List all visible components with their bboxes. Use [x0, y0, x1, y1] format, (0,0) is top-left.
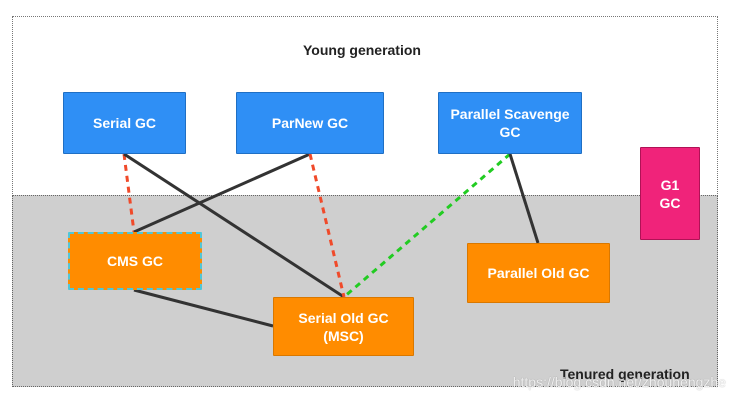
parnew-gc-line-1: ParNew GC: [271, 115, 349, 131]
g1-gc-line-1: G1: [660, 176, 680, 193]
serial-gc-line-1: Serial GC: [92, 115, 157, 131]
g1-gc-line-2: GC: [659, 194, 681, 211]
edge-serial-gc-to-serial-old-gc: [123, 152, 345, 299]
parallel-old-gc-line-1: Parallel Old GC: [487, 265, 590, 281]
young-generation-label: Young generation: [303, 42, 421, 58]
tenured-generation-label: Tenured generation: [560, 366, 690, 382]
parallel-scavenge-gc-node: Parallel Scavenge GC: [438, 92, 582, 154]
watermark-text: https://blog.csdn.net/zhouhengzhe: [512, 374, 726, 390]
parallel-scavenge-gc-line-2: GC: [499, 124, 521, 140]
parnew-gc-node: ParNew GC: [236, 92, 384, 154]
edge-parallel-scavenge-gc-to-parallel-old-gc: [508, 153, 540, 244]
cms-gc-node: CMS GC: [68, 232, 202, 290]
edge-parallel-scavenge-gc-to-serial-old-gc: [343, 152, 511, 299]
edge-parnew-gc-to-serial-old-gc: [308, 153, 346, 298]
cms-gc-line-1: CMS GC: [107, 253, 163, 269]
serial-old-gc-line-1: Serial Old GC: [298, 309, 389, 326]
parallel-old-gc-node: Parallel Old GC: [467, 243, 610, 303]
g1-gc-node: G1 GC: [640, 147, 700, 240]
edge-cms-gc-to-serial-old-gc: [133, 288, 274, 328]
serial-old-gc-line-2: (MSC): [323, 327, 364, 344]
edge-serial-gc-to-cms-gc: [122, 153, 136, 233]
serial-old-gc-node: Serial Old GC (MSC): [273, 297, 414, 356]
edge-parnew-gc-to-cms-gc: [133, 152, 311, 234]
serial-gc-node: Serial GC: [63, 92, 186, 154]
parallel-scavenge-gc-line-1: Parallel Scavenge: [450, 106, 570, 122]
